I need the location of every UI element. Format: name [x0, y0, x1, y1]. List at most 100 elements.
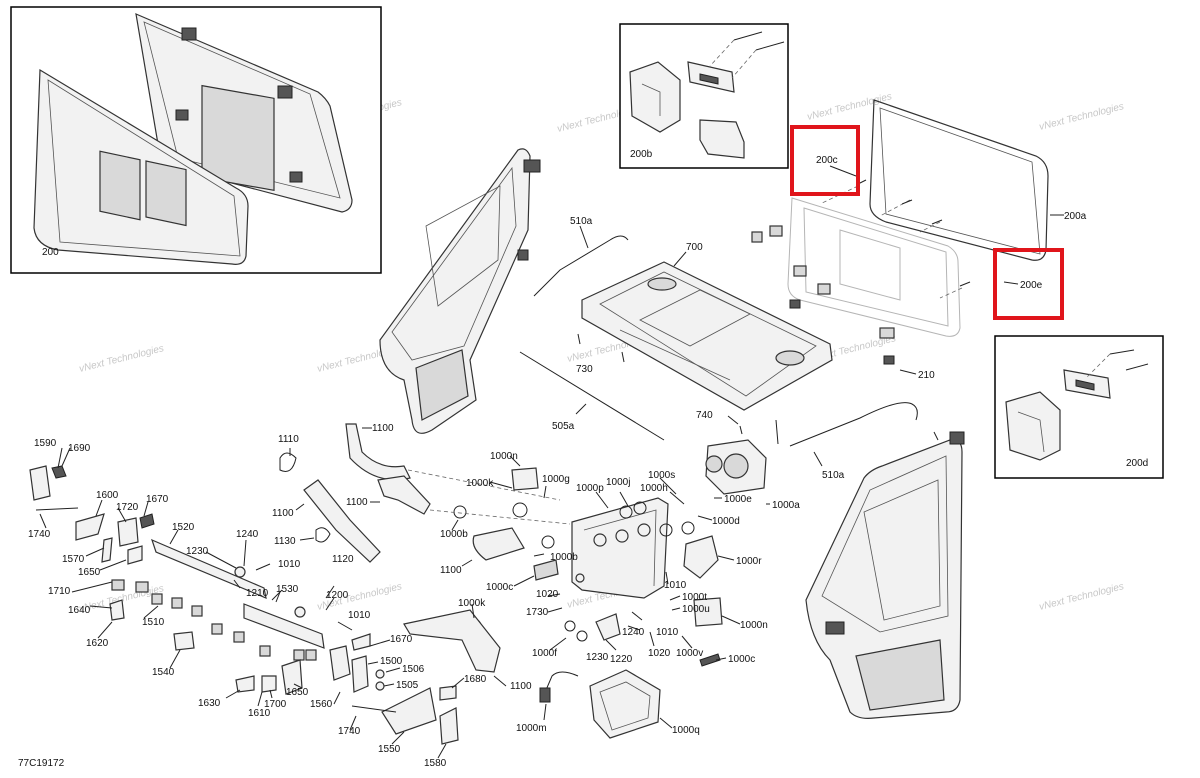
left-door: [379, 148, 541, 434]
callout-1690: 1690: [68, 443, 91, 454]
highlight-box: [993, 248, 1064, 320]
seal-505a: [519, 351, 665, 441]
callout-1000j: 1000j: [606, 477, 630, 488]
callout-1000k: 1000k: [466, 478, 494, 489]
cover: [439, 707, 459, 745]
window-seal: [869, 99, 1049, 261]
latch: [825, 621, 845, 635]
callout-1020: 1020: [648, 648, 671, 659]
bracket: [173, 631, 195, 651]
highlight-box: [790, 125, 860, 196]
inset-200b: 200b: [619, 23, 789, 169]
callout-1000g: 1000g: [542, 474, 570, 485]
callout-1560: 1560: [310, 699, 333, 710]
callout-1630: 1630: [198, 698, 221, 709]
clip: [127, 545, 143, 565]
inset-label: 200: [42, 247, 59, 258]
callout-1000v: 1000v: [676, 648, 703, 659]
callout-210: 210: [918, 370, 935, 381]
callout-1550: 1550: [378, 744, 401, 755]
callout-505a: 505a: [552, 421, 575, 432]
callout-1640: 1640: [68, 605, 91, 616]
callout-1000p: 1000p: [576, 483, 604, 494]
connector: [539, 687, 551, 703]
duct-1100: [377, 475, 431, 515]
callout-1010: 1010: [348, 610, 371, 621]
clip: [351, 633, 371, 651]
glass-pane: [99, 150, 141, 221]
callout-1000m: 1000m: [516, 723, 547, 734]
latch-block: [289, 171, 303, 183]
callout-1210: 1210: [246, 588, 269, 599]
watermark: vNext Technologies: [806, 91, 893, 123]
callout-1000r: 1000r: [736, 556, 762, 567]
callout-1590: 1590: [34, 438, 57, 449]
panel: [329, 645, 351, 681]
hinge: [523, 159, 541, 173]
callout-200a: 200a: [1064, 211, 1087, 222]
callout-1740: 1740: [28, 529, 51, 540]
bracket: [817, 283, 831, 295]
seal-510a-lower: [789, 402, 918, 447]
bracket: [879, 327, 895, 339]
callout-1240: 1240: [622, 627, 645, 638]
door-panel: [415, 349, 469, 421]
callout-1000f: 1000f: [532, 648, 557, 659]
latch-striker: [699, 119, 745, 159]
callout-1540: 1540: [152, 667, 175, 678]
callout-1650: 1650: [78, 567, 101, 578]
callout-1680: 1680: [464, 674, 487, 685]
inset-200: 200: [10, 6, 382, 274]
callout-labels: 200c 200a 200e 210 510a 700 730 505a 740…: [18, 155, 1087, 769]
callout-1650: 1650: [286, 687, 309, 698]
callout-1020: 1020: [536, 589, 559, 600]
hvac-housing: [571, 497, 669, 599]
callout-1230: 1230: [186, 546, 209, 557]
duct-1100: [472, 527, 525, 561]
latch-block: [277, 85, 293, 99]
bracket: [769, 225, 783, 237]
callout-1700: 1700: [264, 699, 287, 710]
rear-window-assembly: [751, 99, 1049, 365]
callout-1100: 1100: [510, 681, 532, 692]
callout-1010: 1010: [278, 559, 301, 570]
diagram-id: 77C19172: [18, 758, 65, 769]
watermark: vNext Technologies: [1038, 581, 1125, 613]
callout-1230: 1230: [586, 652, 609, 663]
callout-1220: 1220: [610, 654, 633, 665]
latch-cover: [1005, 391, 1061, 461]
callout-200c: 200c: [816, 155, 838, 166]
callout-1000n: 1000n: [490, 451, 518, 462]
right-door: [805, 431, 965, 719]
callout-1520: 1520: [172, 522, 195, 533]
watermark: vNext Technologies: [1038, 101, 1125, 133]
bracket: [751, 231, 763, 243]
callout-740: 740: [696, 410, 713, 421]
watermark: vNext Technologies: [78, 343, 165, 375]
callout-1610: 1610: [248, 708, 271, 719]
callout-1000b: 1000b: [550, 552, 578, 563]
callout-730: 730: [576, 364, 593, 375]
callout-1000n: 1000n: [740, 620, 768, 631]
callout-1010: 1010: [664, 580, 687, 591]
callout-1000t: 1000t: [682, 592, 707, 603]
latch-block: [181, 27, 197, 41]
callout-1100: 1100: [372, 423, 394, 434]
callout-1740: 1740: [338, 726, 361, 737]
duct-1100: [303, 479, 381, 563]
callout-1110: 1110: [278, 434, 299, 445]
fasteners: [577, 333, 939, 445]
callout-1530: 1530: [276, 584, 299, 595]
callout-1670: 1670: [390, 634, 413, 645]
callout-1100: 1100: [346, 497, 368, 508]
duct-group: [279, 423, 571, 673]
inset-label: 200b: [630, 149, 653, 160]
callout-1000q: 1000q: [672, 725, 700, 736]
door-panel: [855, 639, 945, 711]
heater-core: [533, 559, 559, 581]
dash-parts: [29, 465, 585, 745]
callout-1500: 1500: [380, 656, 403, 667]
callout-1000b: 1000b: [440, 529, 468, 540]
clip: [101, 537, 113, 563]
